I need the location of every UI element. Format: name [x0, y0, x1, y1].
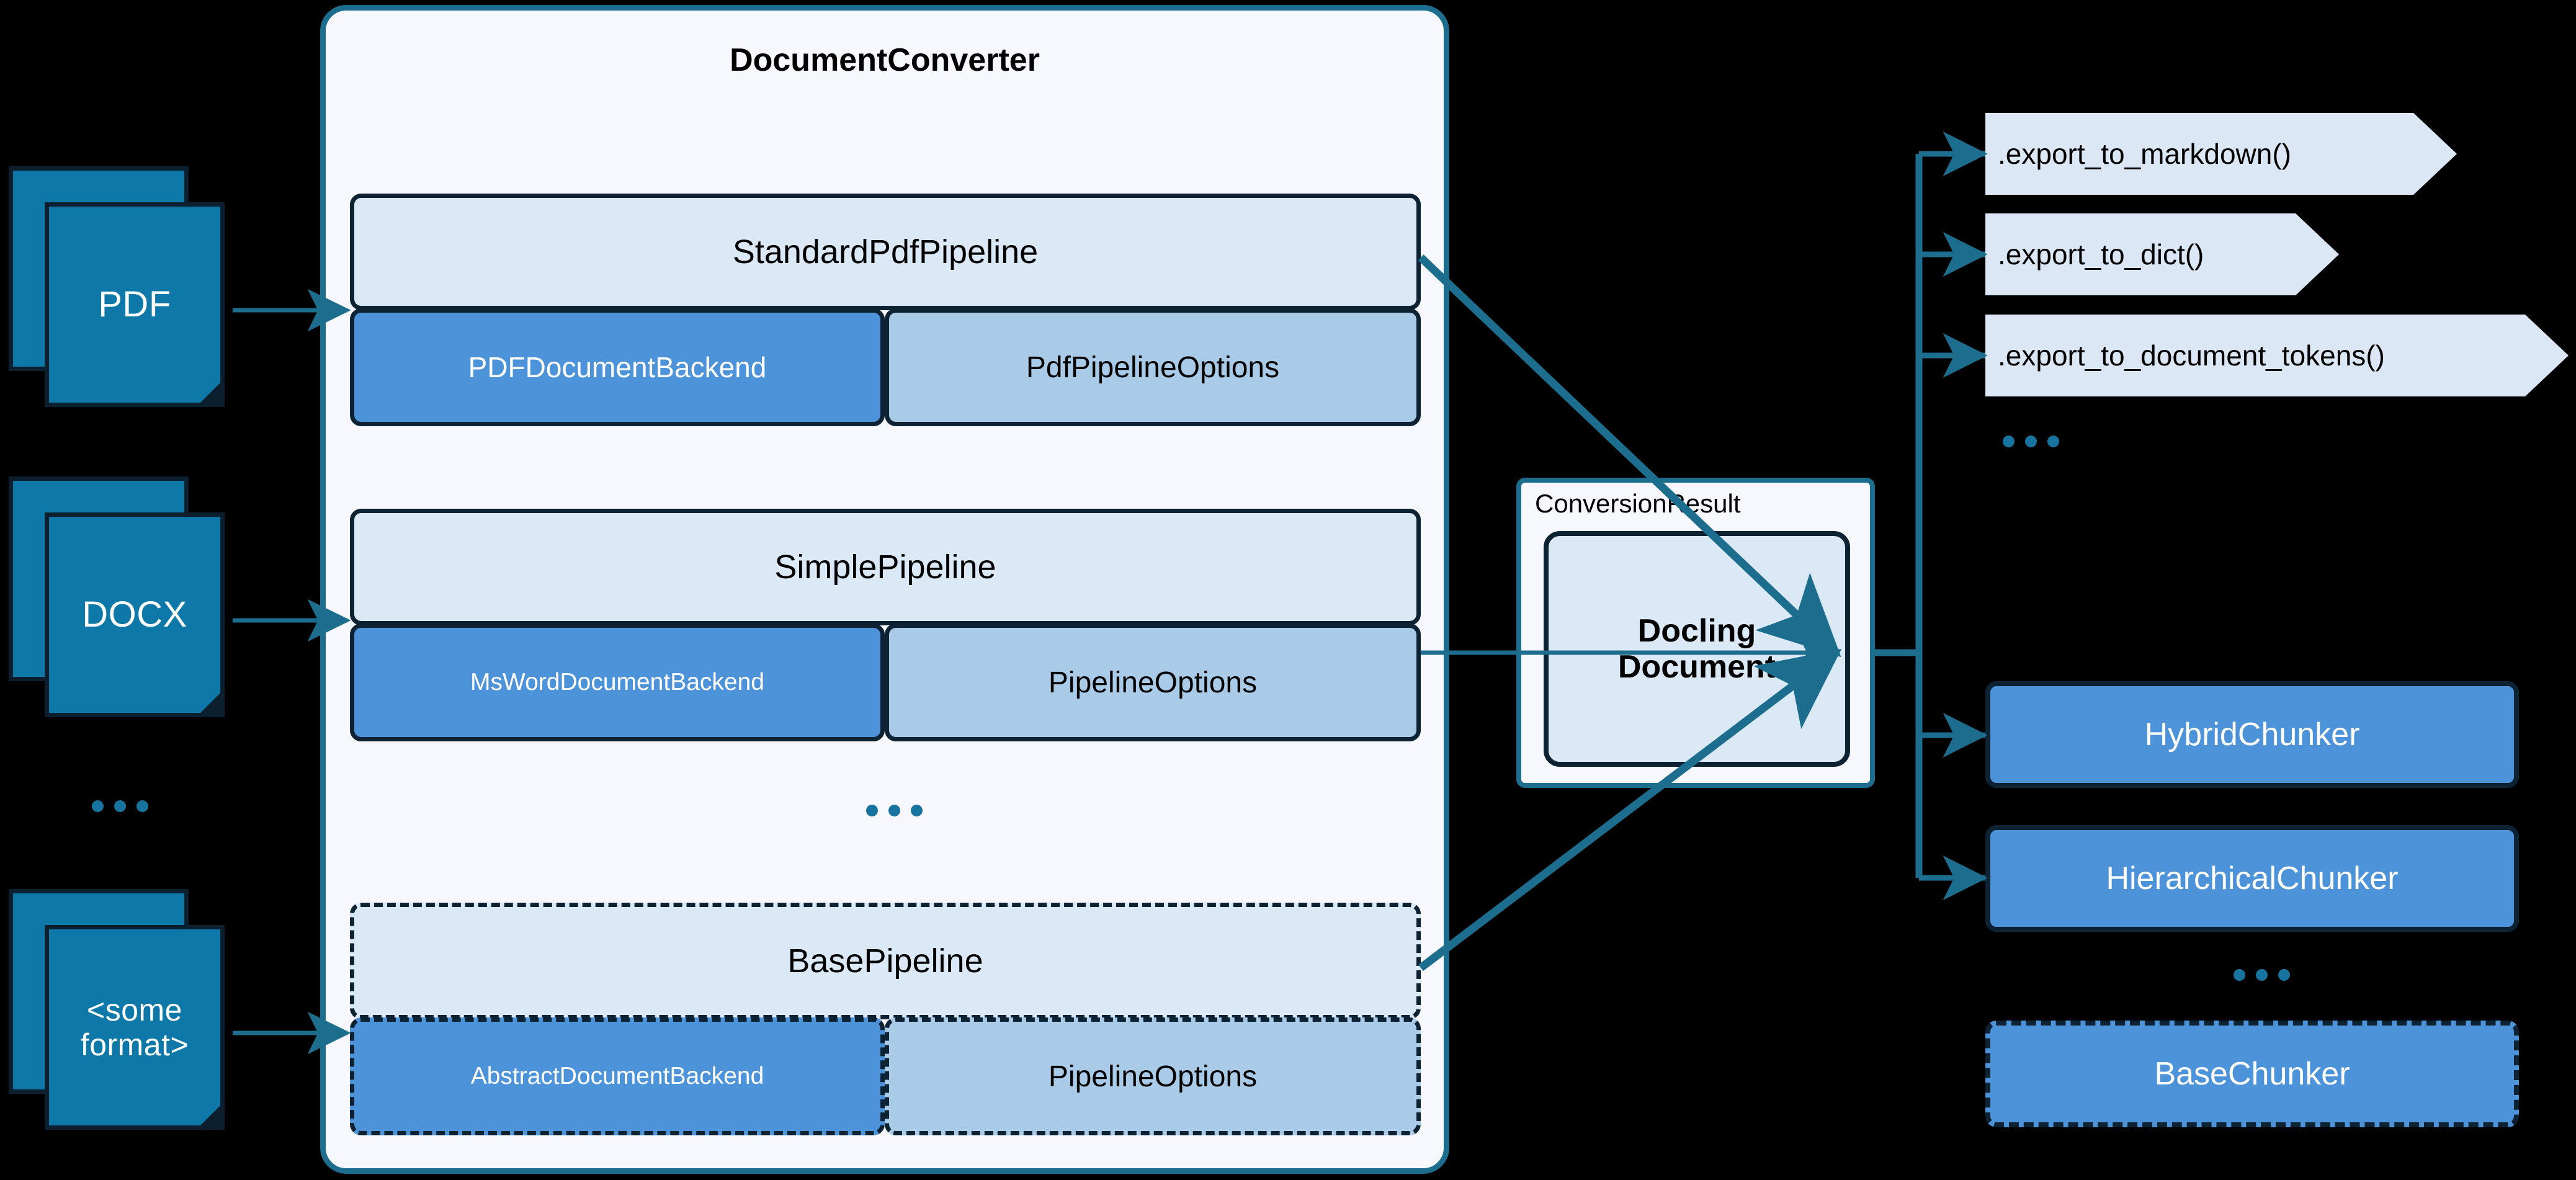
export-label: .export_to_markdown() [1998, 138, 2291, 170]
doc-sheet-front: DOCX [45, 512, 225, 717]
converter-ellipsis [866, 805, 923, 816]
options-name: PdfPipelineOptions [1026, 351, 1280, 384]
pipeline-name: StandardPdfPipeline [732, 233, 1039, 270]
chunker-label: HybridChunker [2144, 717, 2360, 753]
doc-sheet-front: <some format> [45, 925, 225, 1130]
conversion-result-container: ConversionResult Docling Document [1516, 478, 1875, 788]
pipeline-name: BasePipeline [787, 942, 983, 980]
chunker-box-hybridchunker[interactable]: HybridChunker [1985, 681, 2519, 788]
options-box-pipelineoptions-base[interactable]: PipelineOptions [885, 1017, 1421, 1135]
pipeline-header-basepipeline[interactable]: BasePipeline [350, 903, 1421, 1019]
chunker-box-hierarchicalchunker[interactable]: HierarchicalChunker [1985, 825, 2519, 932]
pipeline-name: SimplePipeline [774, 548, 996, 586]
backend-box-msworddocumentbackend[interactable]: MsWordDocumentBackend [350, 624, 885, 741]
backend-name: MsWordDocumentBackend [470, 669, 764, 695]
docling-document-box[interactable]: Docling Document [1544, 531, 1850, 767]
pipeline-group-simplepipeline: SimplePipeline MsWordDocumentBackend Pip… [350, 509, 1421, 741]
export-markdown-arrow[interactable]: .export_to_markdown() [1985, 113, 2457, 195]
input-ellipsis [92, 800, 148, 812]
options-name: PipelineOptions [1048, 1060, 1258, 1093]
pipeline-group-standardpdfpipeline: StandardPdfPipeline PDFDocumentBackend P… [350, 194, 1421, 426]
input-doc-pdf[interactable]: PDF [9, 166, 232, 408]
document-converter-title: DocumentConverter [730, 42, 1040, 78]
options-box-pipelineoptions[interactable]: PipelineOptions [885, 624, 1421, 741]
options-box-pdfpipelineoptions[interactable]: PdfPipelineOptions [885, 308, 1421, 426]
pipeline-header-simplepipeline[interactable]: SimplePipeline [350, 509, 1421, 625]
input-doc-label: DOCX [82, 594, 187, 635]
export-document-tokens-arrow[interactable]: .export_to_document_tokens() [1985, 315, 2569, 396]
export-dict-arrow[interactable]: .export_to_dict() [1985, 213, 2339, 295]
options-name: PipelineOptions [1048, 666, 1258, 699]
input-doc-docx[interactable]: DOCX [9, 476, 232, 718]
conversion-result-label: ConversionResult [1535, 489, 1741, 518]
chunker-box-basechunker[interactable]: BaseChunker [1985, 1021, 2519, 1127]
page-fold-icon [196, 689, 225, 717]
export-label: .export_to_document_tokens() [1998, 339, 2385, 372]
backend-box-abstractdocumentbackend[interactable]: AbstractDocumentBackend [350, 1017, 885, 1135]
chunker-label: BaseChunker [2154, 1056, 2350, 1092]
docling-document-label: Docling Document [1617, 612, 1776, 685]
input-doc-some-format[interactable]: <some format> [9, 889, 232, 1131]
backend-name: PDFDocumentBackend [468, 351, 767, 383]
exports-ellipsis [2003, 436, 2059, 447]
input-doc-label: PDF [98, 284, 171, 324]
backend-box-pdfdocumentbackend[interactable]: PDFDocumentBackend [350, 308, 885, 426]
export-label: .export_to_dict() [1998, 238, 2204, 270]
page-fold-icon [196, 378, 225, 407]
backend-name: AbstractDocumentBackend [470, 1063, 764, 1089]
chunker-label: HierarchicalChunker [2106, 860, 2399, 896]
input-doc-label: <some format> [80, 993, 189, 1062]
chunkers-ellipsis [2234, 969, 2290, 981]
doc-sheet-front: PDF [45, 202, 225, 407]
pipeline-header-standardpdfpipeline[interactable]: StandardPdfPipeline [350, 194, 1421, 310]
pipeline-group-basepipeline: BasePipeline AbstractDocumentBackend Pip… [350, 903, 1421, 1135]
page-fold-icon [196, 1101, 225, 1130]
